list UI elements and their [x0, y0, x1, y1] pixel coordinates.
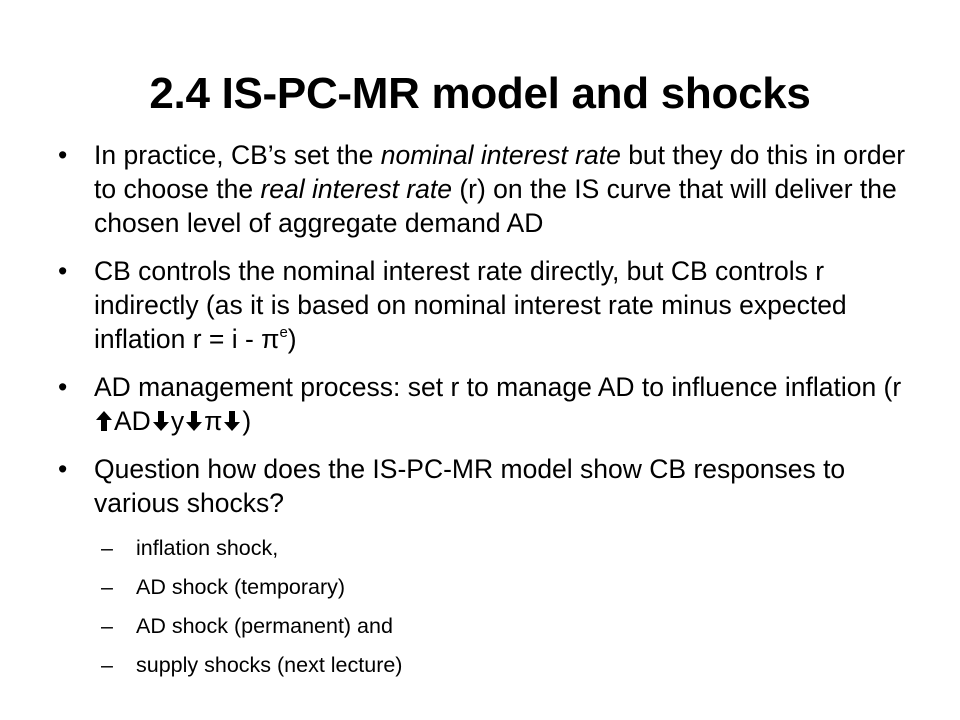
sub-bullet-item: – supply shocks (next lecture) [58, 651, 916, 680]
bullet-item: • AD management process: set r to manage… [58, 370, 916, 438]
bullet-item: • Question how does the IS-PC-MR model s… [58, 452, 916, 520]
sub-bullet-item: – AD shock (temporary) [58, 573, 916, 602]
dash-marker: – [101, 653, 113, 677]
dash-marker: – [101, 575, 113, 599]
bullet-item: • CB controls the nominal interest rate … [58, 254, 916, 356]
arrow-up-icon [95, 410, 113, 432]
bullet-italic-text: real interest rate [260, 174, 452, 204]
bullet-marker: • [58, 140, 68, 170]
bullet-text: ) [242, 406, 252, 436]
sub-bullet-text: supply shocks (next lecture) [136, 653, 403, 677]
arrow-down-icon [223, 410, 241, 432]
bullet-text: Question how does the IS-PC-MR model sho… [94, 454, 846, 518]
sub-bullet-list: – inflation shock, – AD shock (temporary… [58, 534, 916, 680]
bullet-text: AD management process: set r to manage A… [94, 372, 902, 402]
bullet-text: (r) on the IS curve that will deliver th… [94, 174, 897, 238]
bullet-text: AD [114, 406, 151, 436]
sub-bullet-text: inflation shock, [136, 536, 279, 560]
bullet-item: • In practice, CB’s set the nominal inte… [58, 138, 916, 240]
superscript-e: e [279, 324, 288, 341]
bullet-text: CB controls the nominal interest rate di… [94, 256, 847, 354]
dash-marker: – [101, 614, 113, 638]
arrow-down-icon [185, 410, 203, 432]
arrow-down-icon [152, 410, 170, 432]
slide-title: 2.4 IS-PC-MR model and shocks [149, 69, 811, 118]
sub-bullet-text: AD shock (permanent) and [136, 614, 393, 638]
bullet-italic-text: nominal interest rate [380, 140, 621, 170]
bullet-text: π [204, 406, 223, 436]
bullet-text: y [170, 406, 185, 436]
bullet-marker: • [58, 256, 68, 286]
sub-bullet-item: – inflation shock, [58, 534, 916, 563]
bullet-text: In practice, CB’s set the [94, 140, 381, 170]
bullet-text: ) [287, 324, 297, 354]
bullet-text: but they do this in order to choose the [94, 140, 906, 204]
slide-content: • In practice, CB’s set the nominal inte… [58, 138, 916, 690]
bullet-marker: • [58, 454, 68, 484]
dash-marker: – [101, 536, 113, 560]
sub-bullet-text: AD shock (temporary) [136, 575, 346, 599]
sub-bullet-item: – AD shock (permanent) and [58, 612, 916, 641]
bullet-marker: • [58, 372, 68, 402]
